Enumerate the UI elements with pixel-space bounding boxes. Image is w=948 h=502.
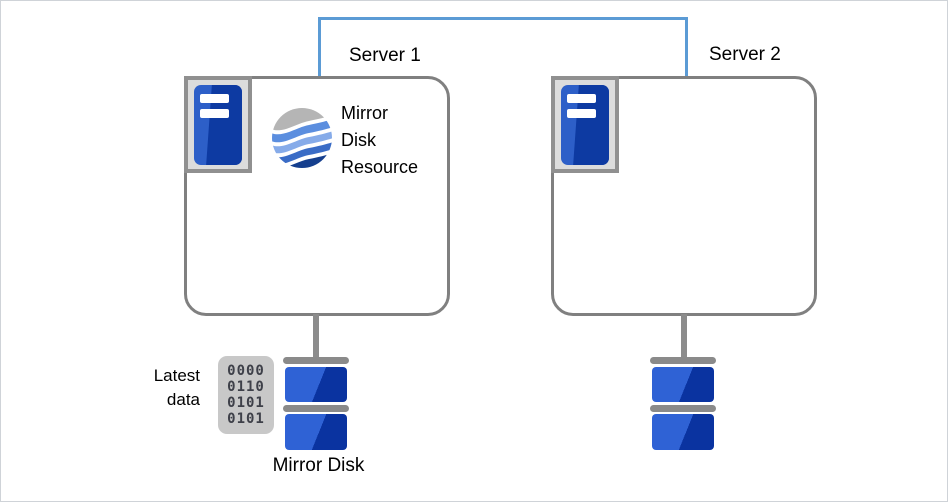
binary-row: 0000	[227, 363, 265, 379]
binary-row: 0101	[227, 411, 265, 427]
latest-data-line2: data	[166, 390, 200, 409]
server1-label: Server 1	[349, 45, 421, 66]
mirror-disk-label: Mirror Disk	[272, 455, 365, 476]
disk-bar	[283, 405, 349, 412]
server2-tower-icon	[551, 76, 619, 173]
server-tower-icon	[561, 85, 609, 165]
mirror-disk-resource-line2: Disk	[341, 130, 376, 150]
wave-sphere-icon	[272, 108, 332, 168]
latest-data-line1: Latest	[153, 366, 200, 385]
binary-row: 0101	[227, 395, 265, 411]
disk-bar	[283, 357, 349, 364]
disk-platter	[285, 414, 347, 450]
server-tower-icon	[194, 85, 242, 165]
disk-bar	[650, 357, 716, 364]
binary-data-block: 0000 0110 0101 0101	[218, 356, 274, 434]
server2-disk-stack-icon	[650, 357, 716, 450]
server-interconnect-line	[318, 17, 688, 77]
server2-disk-connector	[681, 314, 687, 359]
server1-disk-stack-icon	[283, 357, 349, 450]
disk-platter	[285, 367, 347, 402]
server1-tower-icon	[184, 76, 252, 173]
disk-platter	[652, 414, 714, 450]
disk-bar	[650, 405, 716, 412]
disk-platter	[652, 367, 714, 402]
server2-label: Server 2	[709, 44, 781, 65]
mirror-disk-resource-line1: Mirror	[341, 103, 388, 123]
server1-disk-connector	[313, 314, 319, 359]
latest-data-label: Latest data	[114, 364, 200, 412]
mirror-disk-resource-label: Mirror Disk Resource	[341, 100, 418, 181]
binary-row: 0110	[227, 379, 265, 395]
mirror-disk-resource-line3: Resource	[341, 157, 419, 177]
